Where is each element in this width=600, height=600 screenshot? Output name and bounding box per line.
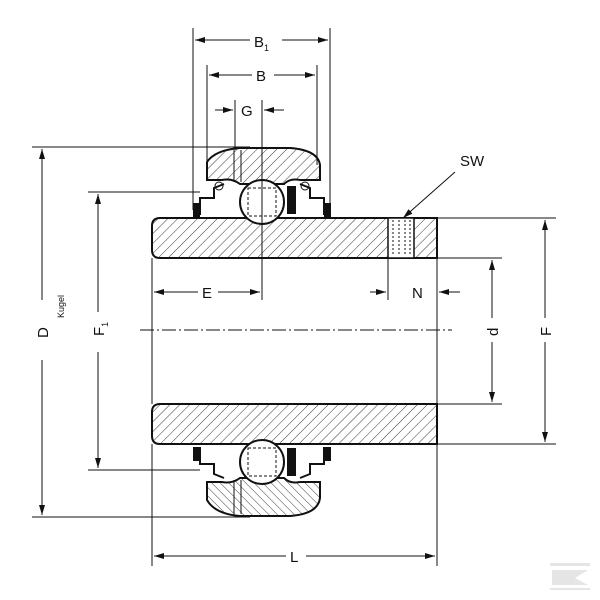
label-g: G (241, 103, 253, 120)
dimension-lines (39, 37, 548, 559)
svg-text:F1: F1 (91, 322, 110, 336)
label-b: B (256, 68, 266, 85)
label-l: L (290, 549, 298, 566)
label-sw: SW (460, 153, 485, 170)
label-e: E (202, 285, 212, 302)
watermark-logo (550, 563, 590, 590)
extension-lines (32, 28, 556, 566)
label-f: F (538, 327, 555, 336)
ball-bottom (239, 439, 285, 485)
label-d: d (485, 328, 502, 336)
inner-ring-bottom (151, 403, 438, 445)
label-n: N (412, 285, 423, 302)
outer-ring-bottom (193, 439, 331, 517)
svg-text:Kugel: Kugel (56, 295, 66, 318)
label-f1: F1 (91, 322, 110, 336)
svg-text:D: D (35, 327, 52, 338)
label-d-kugel: D Kugel (35, 295, 66, 338)
label-b1: B1 (254, 34, 269, 53)
inner-ring-top (151, 217, 438, 259)
